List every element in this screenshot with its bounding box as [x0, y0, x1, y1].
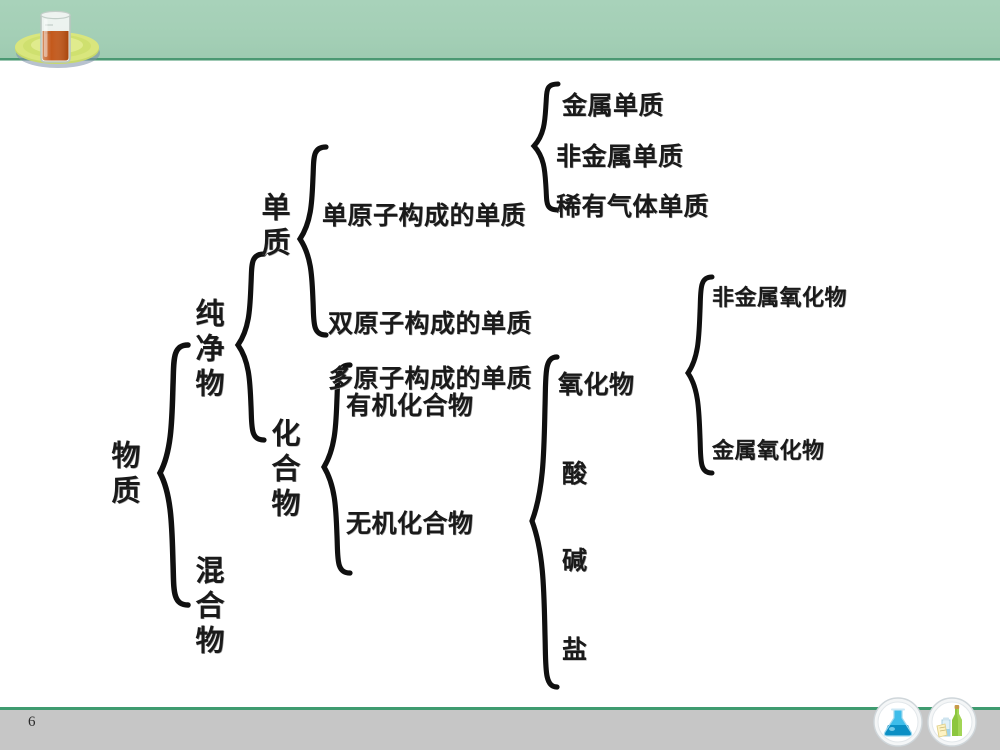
footer-divider-rule — [0, 707, 1000, 710]
brace-pure-substance — [232, 251, 272, 443]
green-bottles-icon[interactable] — [926, 696, 978, 748]
node-metal-oxide: 金属氧化物 — [712, 438, 825, 463]
node-monoatomic-element: 单原子构成的单质 — [322, 202, 527, 230]
brace-element-substance — [295, 144, 333, 338]
node-matter: 物质 — [107, 440, 139, 510]
node-salt: 盐 — [562, 636, 588, 664]
node-noble-gas-element: 稀有气体单质 — [556, 193, 710, 221]
node-nonmetal-element: 非金属单质 — [556, 143, 684, 171]
substance-classification-diagram: 物质 纯净物 混合物 单质 化合物 单 — [0, 60, 1000, 690]
brace-matter — [152, 342, 196, 608]
node-metal-element: 金属单质 — [562, 92, 665, 120]
node-compound: 化合物 — [267, 418, 299, 523]
beaker-on-dish-icon — [8, 3, 108, 71]
node-element-substance: 单质 — [257, 192, 289, 262]
page-number: 6 — [28, 714, 36, 730]
node-nonmetal-oxide: 非金属氧化物 — [712, 285, 848, 310]
node-inorganic-compound: 无机化合物 — [346, 510, 474, 538]
node-oxide: 氧化物 — [558, 371, 635, 399]
header-divider-rule — [0, 58, 1000, 61]
blue-flask-icon[interactable] — [872, 696, 924, 748]
node-organic-compound: 有机化合物 — [346, 392, 474, 420]
brace-inorganic-compound — [528, 354, 564, 690]
footer-icon-group — [872, 696, 988, 748]
node-pure-substance: 纯净物 — [191, 298, 223, 403]
node-diatomic-element: 双原子构成的单质 — [328, 310, 533, 338]
node-base: 碱 — [562, 547, 588, 575]
node-acid: 酸 — [562, 460, 588, 488]
footer-bar — [0, 710, 1000, 750]
node-polyatomic-element: 多原子构成的单质 — [328, 365, 533, 393]
header-band — [0, 0, 1000, 58]
node-mixture: 混合物 — [191, 555, 223, 660]
